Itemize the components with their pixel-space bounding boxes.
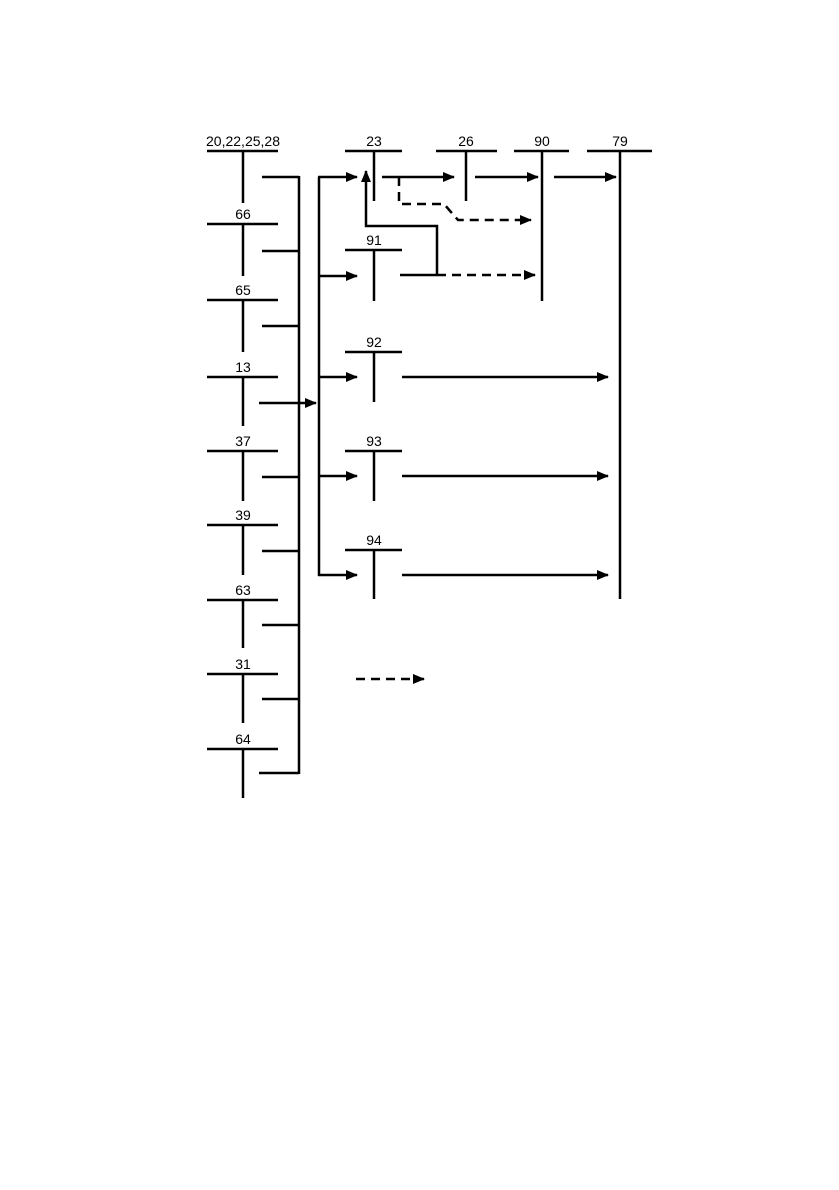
node-label: 37 <box>235 433 251 449</box>
node-65: 65 <box>207 282 299 352</box>
node-31: 31 <box>207 656 299 723</box>
node-label: 65 <box>235 282 251 298</box>
node-label: 20,22,25,28 <box>206 133 280 149</box>
node-label: 90 <box>534 133 550 149</box>
node-23: 23 <box>345 133 402 201</box>
node-label: 31 <box>235 656 251 672</box>
node-63: 63 <box>207 582 299 648</box>
flow-arrows <box>366 171 616 575</box>
node-label: 63 <box>235 582 251 598</box>
node-label: 39 <box>235 507 251 523</box>
node-label: 66 <box>235 206 251 222</box>
node-label: 79 <box>612 133 628 149</box>
middle-column: 23 91 92 93 94 <box>345 133 402 599</box>
node-label: 91 <box>366 232 382 248</box>
node-label: 92 <box>366 334 382 350</box>
node-66: 66 <box>207 206 299 276</box>
node-39: 39 <box>207 507 299 575</box>
top-row: 26 90 79 <box>436 133 652 599</box>
node-26: 26 <box>436 133 497 201</box>
node-label: 64 <box>235 731 251 747</box>
node-20-22-25-28: 20,22,25,28 <box>206 133 299 203</box>
node-64: 64 <box>207 731 299 798</box>
node-label: 94 <box>366 532 382 548</box>
node-92: 92 <box>345 334 402 402</box>
node-79: 79 <box>587 133 652 599</box>
node-label: 23 <box>366 133 382 149</box>
node-90: 90 <box>514 133 569 301</box>
node-91: 91 <box>345 232 402 301</box>
node-label: 13 <box>235 359 251 375</box>
node-label: 93 <box>366 433 382 449</box>
node-37: 37 <box>207 433 299 501</box>
node-93: 93 <box>345 433 402 501</box>
node-94: 94 <box>345 532 402 599</box>
arrow-91-feedback-to-23 <box>366 171 437 275</box>
node-label: 26 <box>458 133 474 149</box>
distributor-bus <box>318 177 357 576</box>
